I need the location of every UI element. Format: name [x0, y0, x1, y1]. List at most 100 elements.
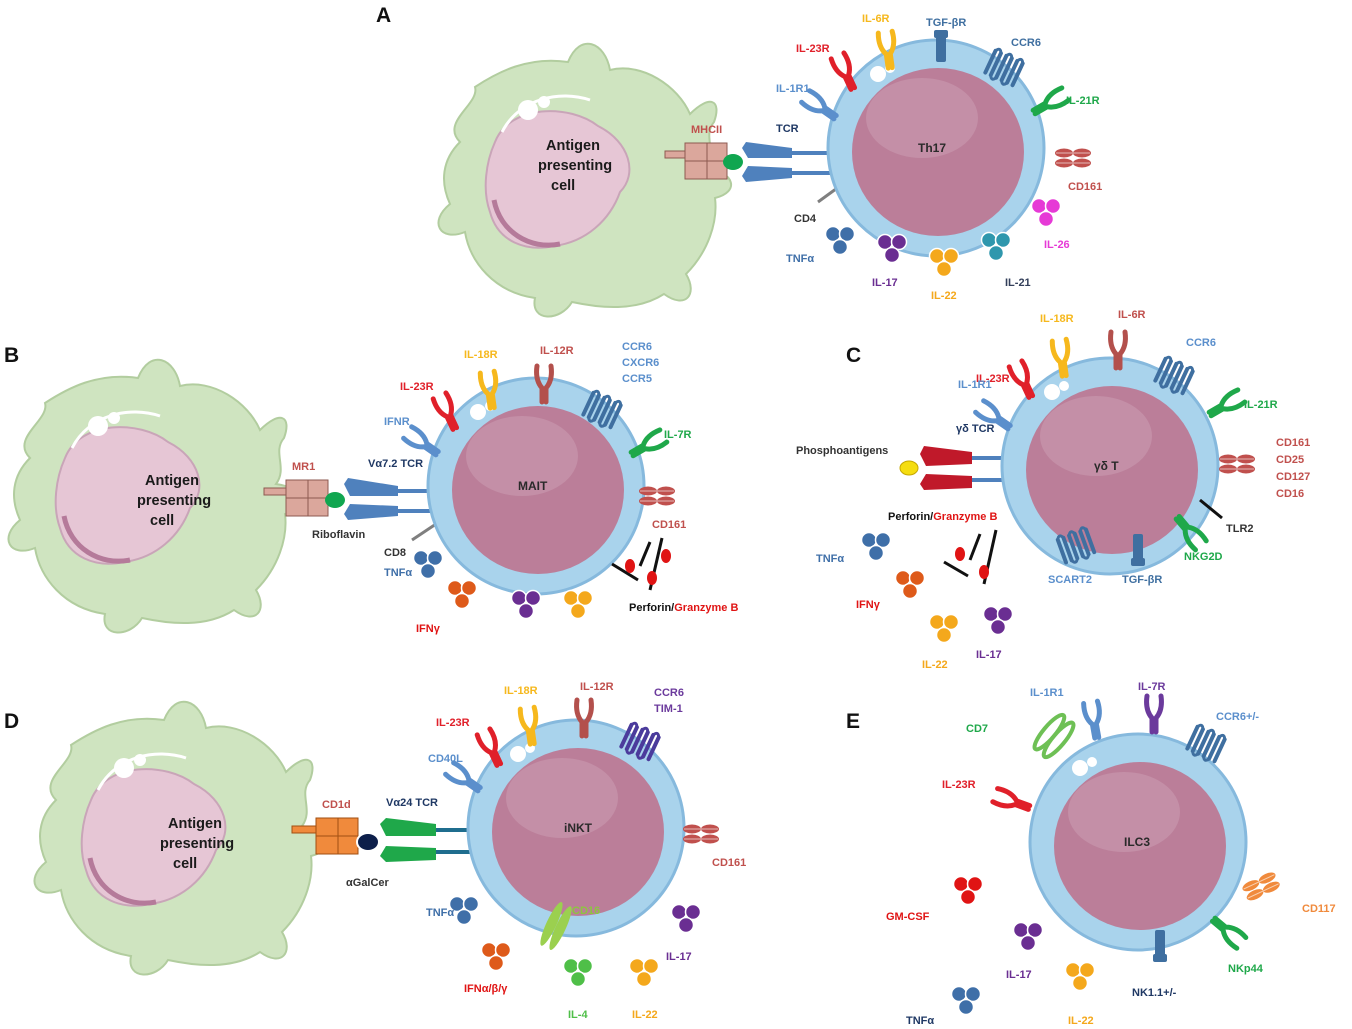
- panel-letter-d: D: [4, 710, 19, 733]
- cxcr6-label-b: CXCR6: [622, 357, 659, 369]
- cd161-label-d: CD161: [712, 857, 746, 869]
- tgfbr-label-c: TGF-βR: [1122, 574, 1162, 586]
- apc-label-b-2: presenting: [137, 493, 211, 509]
- mhc-label-b: MR1: [292, 461, 315, 473]
- apc-label-a-3: cell: [551, 178, 575, 194]
- tnfa-label-d: TNFα: [426, 907, 454, 919]
- cd1d-label-d: CD1d: [322, 799, 351, 811]
- il22-cytokine-e: [1064, 961, 1096, 992]
- cd161-receptor-a: [1054, 148, 1092, 168]
- panel-d: D Antigen presenting cell CD1d αGalCer V…: [4, 681, 746, 1021]
- panel-letter-e: E: [846, 710, 860, 733]
- cd40l-label-d: CD40L: [428, 753, 463, 765]
- il4-cytokine-d: [562, 957, 594, 988]
- apc-label-a-2: presenting: [538, 158, 612, 174]
- marker-cd127-label-c: CD127: [1276, 471, 1310, 483]
- tgfbr-label-a: TGF-βR: [926, 17, 966, 29]
- apc-cell-a: [438, 44, 731, 317]
- apc-label-d-1: Antigen: [168, 816, 222, 832]
- tnfa-label-a: TNFα: [786, 253, 814, 265]
- panel-b: B Antigen presenting cell MR1 Riboflavin…: [4, 341, 738, 635]
- gd-tcr-label: γδ TCR: [956, 423, 995, 435]
- il23r-receptor-a: [831, 53, 860, 92]
- antigen-label-d: αGalCer: [346, 877, 390, 889]
- antigen-label-b: Riboflavin: [312, 529, 365, 541]
- il21r-label-c: IL-21R: [1244, 399, 1278, 411]
- apc-label-b-1: Antigen: [145, 473, 199, 489]
- ccr6-label-e: CCR6+/-: [1216, 711, 1259, 723]
- perforin-granzyme-label-b: Perforin/Granzyme B: [629, 602, 738, 614]
- il18r-label-d: IL-18R: [504, 685, 538, 697]
- nk11-label-e: NK1.1+/-: [1132, 987, 1177, 999]
- il22-cytokine-a: [928, 247, 960, 278]
- cd161-receptor-d: [682, 824, 720, 844]
- cd8-label-b: CD8: [384, 547, 406, 559]
- tlr2-label-c: TLR2: [1226, 523, 1254, 535]
- il12r-label-b: IL-12R: [540, 345, 574, 357]
- mhc-label-a: MHCII: [691, 124, 722, 136]
- tcr-a: [742, 142, 830, 182]
- cd117-label-e: CD117: [1302, 903, 1336, 915]
- tnfa-label-b: TNFα: [384, 567, 412, 579]
- il17-label-c: IL-17: [976, 649, 1002, 661]
- marker-cd161-label-c: CD161: [1276, 437, 1310, 449]
- gd-t-label: γδ T: [1094, 459, 1119, 473]
- il6r-label-a: IL-6R: [862, 13, 890, 25]
- il23r-label-c: IL-23R: [976, 373, 1010, 385]
- il26-label-a: IL-26: [1044, 239, 1070, 251]
- marker-cd25-label-c: CD25: [1276, 454, 1304, 466]
- apc-label-d-3: cell: [173, 856, 197, 872]
- il23r-label-b: IL-23R: [400, 381, 434, 393]
- il17-cytokine-d: [670, 903, 702, 934]
- il23r-label-d: IL-23R: [436, 717, 470, 729]
- nkp44-label-e: NKp44: [1228, 963, 1264, 975]
- il17-label-d: IL-17: [666, 951, 692, 963]
- ccr6-label-d: CCR6: [654, 687, 684, 699]
- marker-cd16-label-c: CD16: [1276, 488, 1304, 500]
- nk11-receptor-e: [1153, 930, 1167, 962]
- il4-label-d: IL-4: [568, 1009, 588, 1021]
- il21-label-a: IL-21: [1005, 277, 1031, 289]
- apc-label-a-1: Antigen: [546, 138, 600, 154]
- phosphoantigen-label: Phosphoantigens: [796, 445, 888, 457]
- il23r-receptor-e: [993, 788, 1032, 814]
- nkg2d-label-c: NKG2D: [1184, 551, 1223, 563]
- apc-label-b-3: cell: [150, 513, 174, 529]
- il22-label-e: IL-22: [1068, 1015, 1094, 1027]
- il22-label-c: IL-22: [922, 659, 948, 671]
- ccr6-label-c: CCR6: [1186, 337, 1216, 349]
- cd117-receptor-e: [1240, 869, 1282, 904]
- ilc3-label: ILC3: [1124, 835, 1150, 849]
- ifng-cytokine-c: [894, 569, 926, 600]
- tnfa-cytokine-a: [824, 225, 856, 256]
- il23r-label-e: IL-23R: [942, 779, 976, 791]
- gmcsf-label-e: GM-CSF: [886, 911, 930, 923]
- il22-label-d: IL-22: [632, 1009, 658, 1021]
- il22-cytokine-c: [928, 613, 960, 644]
- il17-cytokine-b: [510, 589, 542, 620]
- tnfa-label-c: TNFα: [816, 553, 844, 565]
- il21r-label-a: IL-21R: [1066, 95, 1100, 107]
- tcr-b: [344, 478, 436, 520]
- cd161-label-a: CD161: [1068, 181, 1102, 193]
- il7r-receptor-e: [1147, 696, 1162, 732]
- ifng-label-b: IFNγ: [416, 623, 441, 635]
- il22-cytokine-d: [628, 957, 660, 988]
- il17-label-e: IL-17: [1006, 969, 1032, 981]
- panel-letter-b: B: [4, 344, 19, 367]
- tcr-label-d: Vα24 TCR: [386, 797, 438, 809]
- tgfbr-receptor-c: [1131, 534, 1145, 566]
- il1r1-label-c: IL-1R1: [958, 379, 992, 391]
- tnfa-cytokine-c: [860, 531, 892, 562]
- ifng-cytokine-b: [446, 579, 478, 610]
- il21-cytokine-a: [980, 231, 1012, 262]
- perforin-granzyme-label-c: Perforin/Granzyme B: [888, 511, 997, 523]
- il1r1-receptor-a: [801, 90, 839, 123]
- tim1-label-d: TIM-1: [654, 703, 683, 715]
- il1r1-label-e: IL-1R1: [1030, 687, 1064, 699]
- cd16-label-d: CD16: [572, 905, 600, 917]
- gmcsf-cytokine-e: [952, 875, 984, 906]
- cd7-label-e: CD7: [966, 723, 988, 735]
- tnfa-label-e: TNFα: [906, 1015, 934, 1027]
